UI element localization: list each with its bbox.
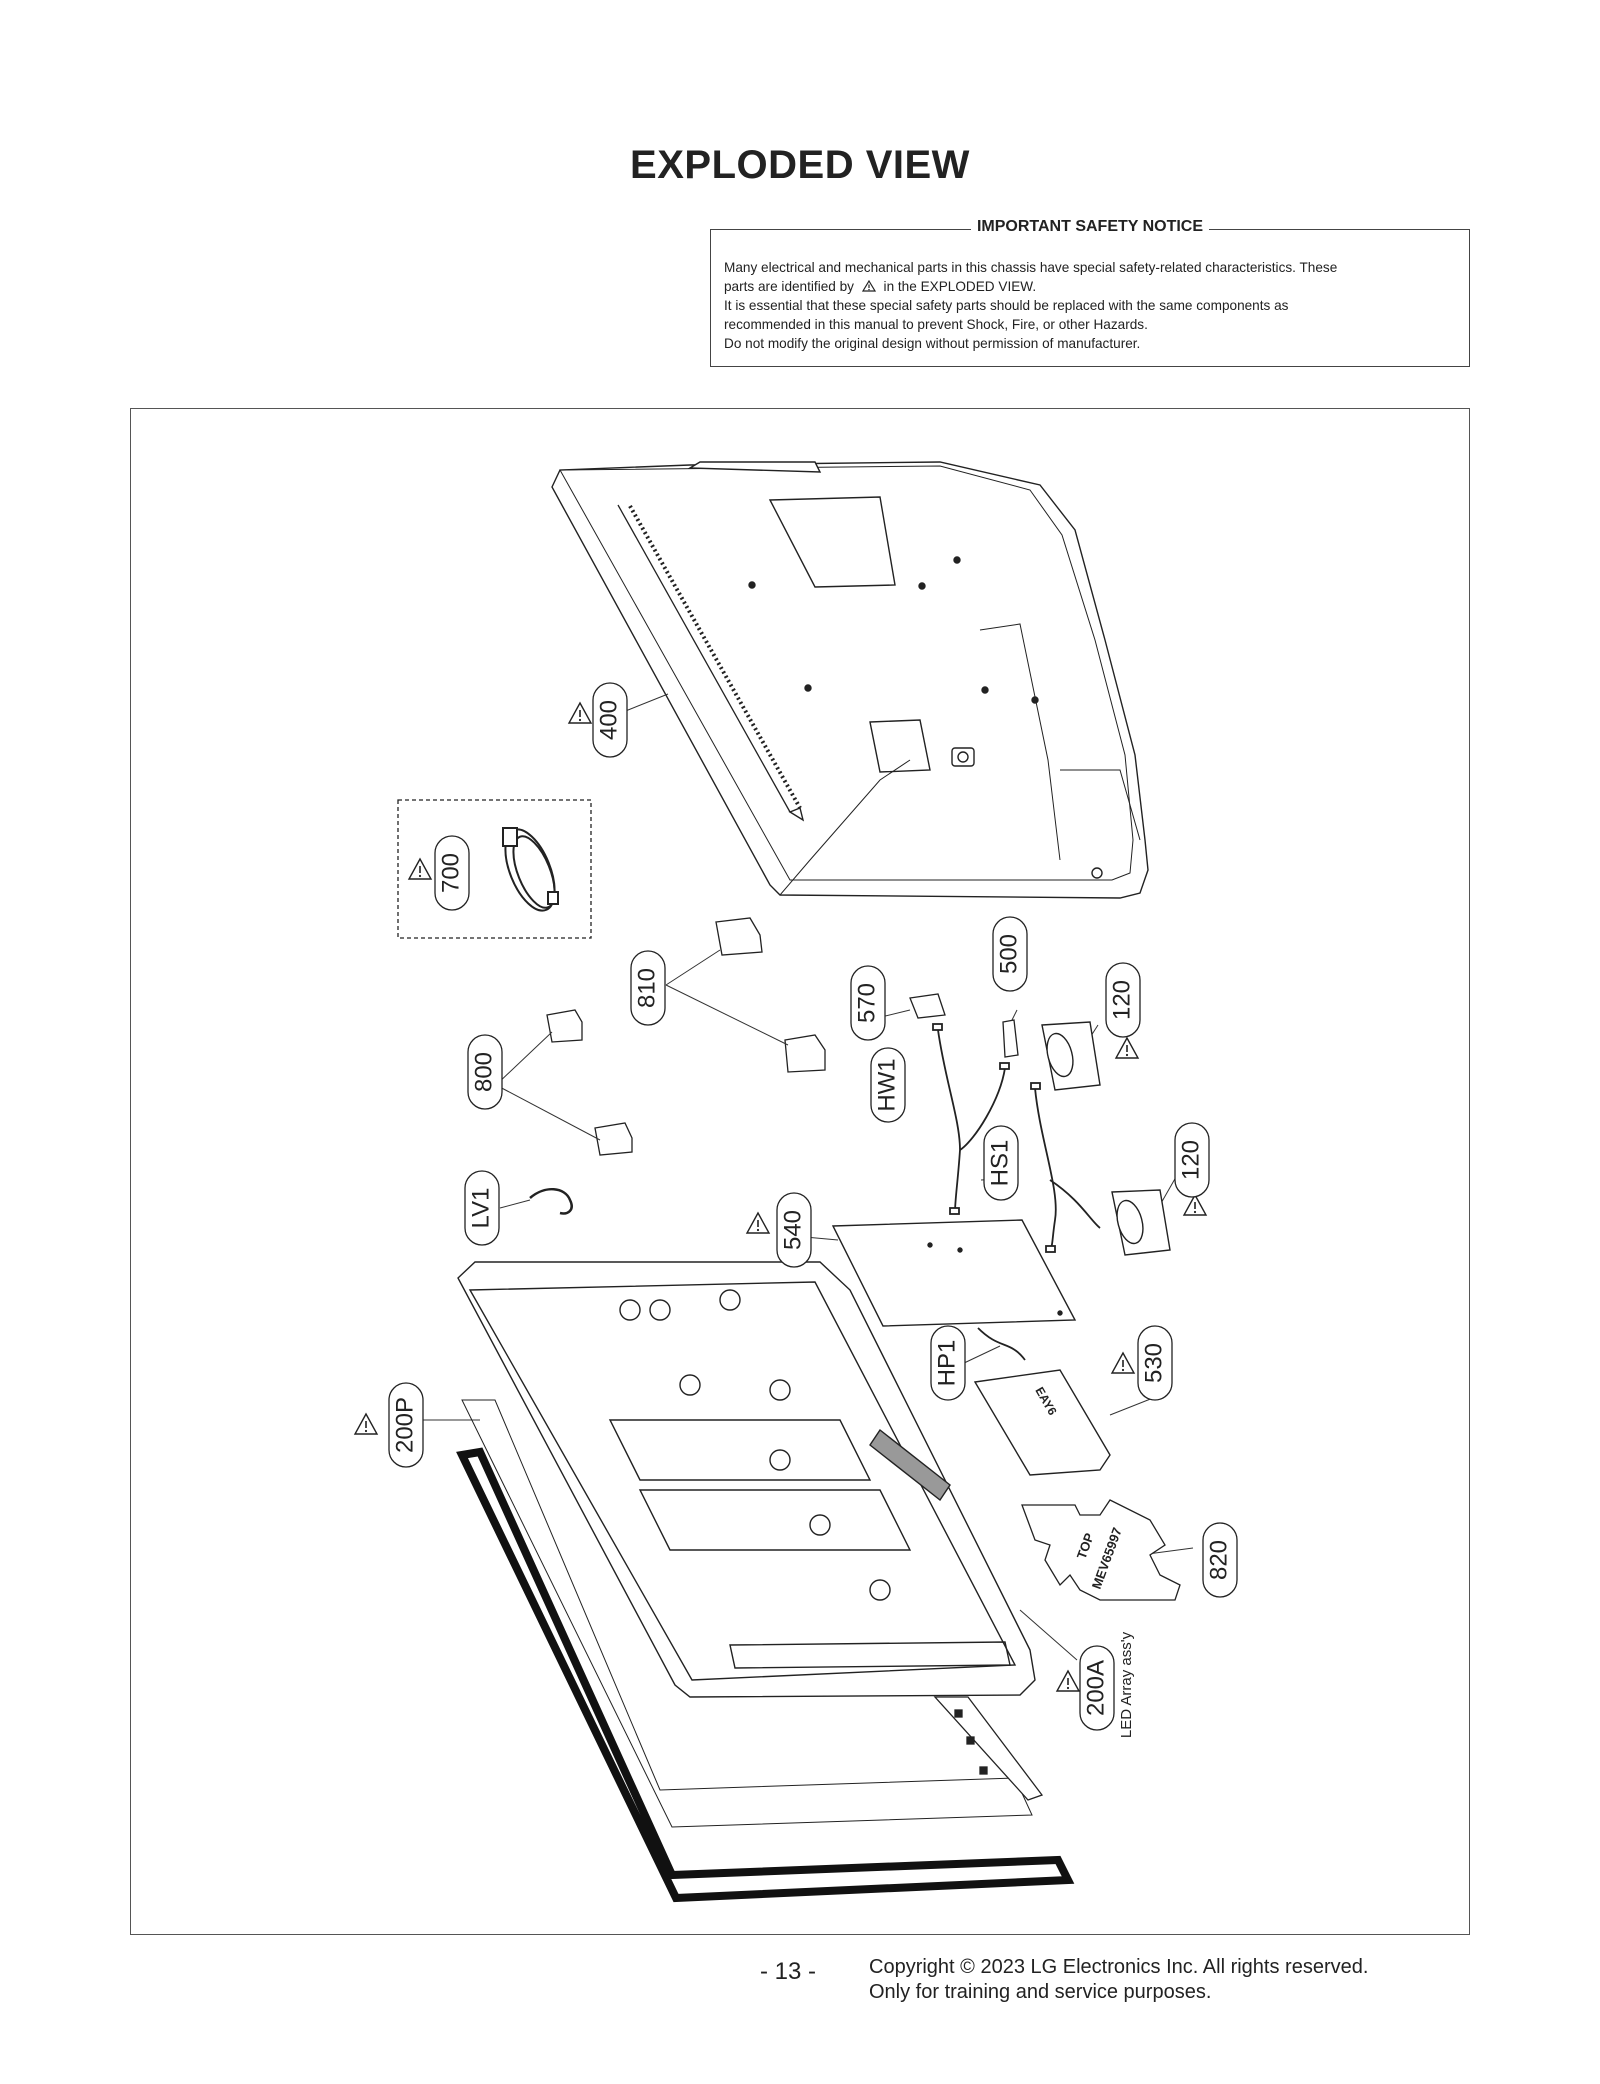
power-cord xyxy=(502,827,559,912)
leader-lines xyxy=(410,693,1194,1661)
wires xyxy=(932,1023,1101,1253)
callout-120-upper: 120 xyxy=(1108,980,1135,1020)
callout-400: 400 xyxy=(595,700,622,740)
copyright-notice: Copyright © 2023 LG Electronics Inc. All… xyxy=(869,1955,1368,2005)
back-cover xyxy=(551,461,1149,899)
warning-triangle-icon xyxy=(1111,1352,1135,1374)
warning-triangle-icon xyxy=(746,1212,770,1234)
safety-notice-text: Many electrical and mechanical parts in … xyxy=(724,258,1455,353)
callout-530: 530 xyxy=(1140,1343,1167,1383)
notice-line-4: recommended in this manual to prevent Sh… xyxy=(724,317,1148,332)
callout-200p: 200P xyxy=(391,1397,418,1453)
panel-assembly xyxy=(457,1261,1036,1698)
speakers xyxy=(1041,1021,1171,1256)
power-cord-box xyxy=(397,799,592,939)
callout-hp1: HP1 xyxy=(933,1340,960,1387)
insulator-sheet: TOP MEV65997 xyxy=(1021,1499,1181,1601)
warning-triangle-icon xyxy=(861,280,876,292)
exploded-view-frame xyxy=(130,408,1470,1935)
callout-200a: 200A xyxy=(1082,1660,1109,1716)
warning-triangle-icon xyxy=(1183,1194,1207,1216)
callout-lv1: LV1 xyxy=(467,1188,494,1229)
page-title: EXPLODED VIEW xyxy=(630,143,970,187)
warning-triangle-icon xyxy=(568,702,592,724)
callout-hw1: HW1 xyxy=(873,1058,900,1111)
hp1-wire xyxy=(977,1327,1026,1361)
notice-line-5: Do not modify the original design withou… xyxy=(724,336,1141,351)
stand-brackets xyxy=(546,917,826,1156)
callout-120-lower: 120 xyxy=(1177,1140,1204,1180)
callout-800: 800 xyxy=(470,1052,497,1092)
warning-triangle-icon xyxy=(354,1413,378,1435)
page-number: - 13 - xyxy=(760,1958,817,1985)
warning-triangle-icon xyxy=(1056,1670,1080,1692)
front-bezel xyxy=(456,1447,1075,1903)
callout-570: 570 xyxy=(853,983,880,1023)
callout-810: 810 xyxy=(633,968,660,1008)
main-board xyxy=(831,1219,1077,1327)
small-boards xyxy=(909,993,1019,1058)
notice-line-2-start: parts are identified by xyxy=(724,279,854,294)
copyright-line-2: Only for training and service purposes. xyxy=(869,1981,1212,2003)
callout-540: 540 xyxy=(779,1210,806,1250)
warning-triangle-icon xyxy=(1115,1037,1139,1059)
callout-500: 500 xyxy=(995,934,1022,974)
lvds-cable xyxy=(529,1188,573,1215)
safety-notice-heading: IMPORTANT SAFETY NOTICE xyxy=(970,218,1210,235)
callout-hs1: HS1 xyxy=(986,1140,1013,1187)
notice-line-1: Many electrical and mechanical parts in … xyxy=(724,260,1338,275)
power-board: EAY6 xyxy=(973,1369,1111,1476)
led-array xyxy=(933,1696,1044,1801)
warning-triangle-icon xyxy=(408,858,432,880)
notice-line-2-end: in the EXPLODED VIEW. xyxy=(883,279,1037,294)
copyright-line-1: Copyright © 2023 LG Electronics Inc. All… xyxy=(869,1956,1369,1978)
safety-notice-box: IMPORTANT SAFETY NOTICE Many electrical … xyxy=(710,218,1470,367)
notice-line-3: It is essential that these special safet… xyxy=(724,298,1289,313)
led-array-caption: LED Array ass'y xyxy=(1118,1631,1135,1738)
callout-820: 820 xyxy=(1205,1540,1232,1580)
callout-700: 700 xyxy=(437,853,464,893)
